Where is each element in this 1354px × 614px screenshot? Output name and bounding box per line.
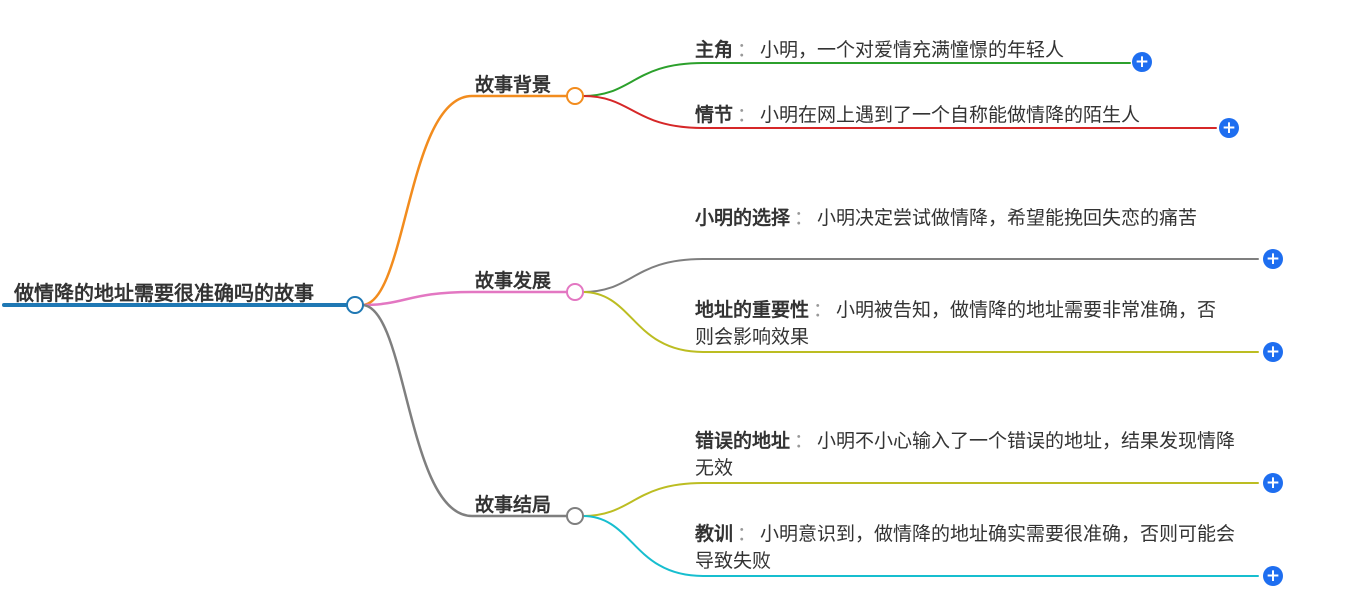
branch-collapse-toggle[interactable] <box>566 283 584 301</box>
branch-connector <box>360 290 569 307</box>
root-node-label[interactable]: 做情降的地址需要很准确吗的故事 <box>14 281 314 305</box>
expand-plus-icon[interactable]: + <box>1132 52 1152 72</box>
branch-label-development[interactable]: 故事发展 <box>475 270 552 292</box>
leaf-connector <box>582 258 1259 293</box>
leaf-wrong-address[interactable]: 错误的地址：小明不小心输入了一个错误的地址，结果发现情降无效 <box>695 428 1245 482</box>
leaf-connector <box>582 482 1259 517</box>
leaf-lesson[interactable]: 教训：小明意识到，做情降的地址确实需要很准确，否则可能会导致失败 <box>695 521 1245 575</box>
leaf-key: 教训 <box>695 523 734 545</box>
leaf-address-importance[interactable]: 地址的重要性：小明被告知，做情降的地址需要非常准确，否则会影响效果 <box>695 297 1225 351</box>
branch-collapse-toggle[interactable] <box>566 87 584 105</box>
leaf-connector <box>582 62 1131 97</box>
leaf-value: 小明在网上遇到了一个自称能做情降的陌生人 <box>760 104 1141 126</box>
expand-plus-icon[interactable]: + <box>1263 566 1283 586</box>
branch-connector <box>360 94 569 307</box>
leaf-connector <box>582 515 1259 577</box>
leaf-key: 主角 <box>695 39 734 61</box>
expand-plus-icon[interactable]: + <box>1263 342 1283 362</box>
leaf-key: 情节 <box>695 104 734 126</box>
expand-plus-icon[interactable]: + <box>1263 249 1283 269</box>
branch-label-ending[interactable]: 故事结局 <box>475 494 552 516</box>
leaf-value: 小明意识到，做情降的地址确实需要很准确，否则可能会导致失败 <box>695 523 1236 572</box>
leaf-choice[interactable]: 小明的选择：小明决定尝试做情降，希望能挽回失恋的痛苦 <box>695 205 1245 232</box>
leaf-plot[interactable]: 情节：小明在网上遇到了一个自称能做情降的陌生人 <box>695 102 1215 129</box>
leaf-separator: ： <box>737 39 757 61</box>
leaf-value: 小明被告知，做情降的地址需要非常准确，否则会影响效果 <box>695 299 1217 348</box>
leaf-value: 小明不小心输入了一个错误的地址，结果发现情降无效 <box>695 430 1236 479</box>
leaf-separator: ： <box>813 299 833 321</box>
leaf-connector <box>582 291 1259 353</box>
leaf-separator: ： <box>794 207 814 229</box>
leaf-separator: ： <box>737 104 757 126</box>
expand-plus-icon[interactable]: + <box>1263 473 1283 493</box>
leaf-value: 小明，一个对爱情充满憧憬的年轻人 <box>760 39 1065 61</box>
branch-connector <box>360 303 569 518</box>
expand-plus-icon[interactable]: + <box>1219 118 1239 138</box>
leaf-key: 小明的选择 <box>695 207 791 229</box>
leaf-separator: ： <box>737 523 757 545</box>
branch-collapse-toggle[interactable] <box>566 507 584 525</box>
leaf-value: 小明决定尝试做情降，希望能挽回失恋的痛苦 <box>817 207 1198 229</box>
leaf-key: 错误的地址 <box>695 430 791 452</box>
root-collapse-toggle[interactable] <box>346 296 364 314</box>
leaf-connector <box>582 95 1217 129</box>
leaf-protagonist[interactable]: 主角：小明，一个对爱情充满憧憬的年轻人 <box>695 37 1135 64</box>
leaf-key: 地址的重要性 <box>695 299 810 321</box>
leaf-separator: ： <box>794 430 814 452</box>
branch-label-background[interactable]: 故事背景 <box>475 74 552 96</box>
